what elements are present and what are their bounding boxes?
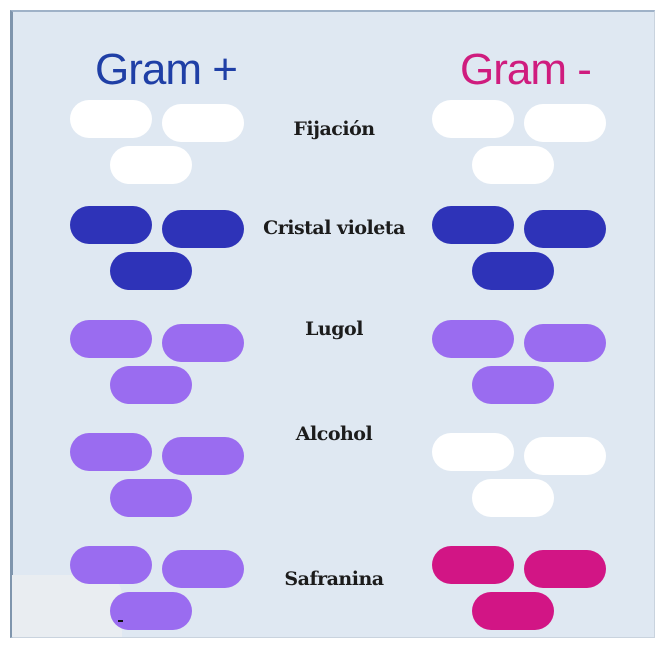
bacteria-cell xyxy=(70,433,152,471)
bacteria-cell xyxy=(70,320,152,358)
step-label-lugol: Lugol xyxy=(244,318,424,340)
gram-positive-heading: Gram + xyxy=(95,48,237,92)
bacteria-cell xyxy=(110,366,192,404)
bacteria-cell xyxy=(524,210,606,248)
bacteria-cell xyxy=(110,479,192,517)
tick-mark xyxy=(118,620,123,622)
bacteria-cell xyxy=(432,433,514,471)
bacteria-cell xyxy=(162,550,244,588)
bacteria-cell xyxy=(70,206,152,244)
corner-patch xyxy=(12,575,122,637)
step-label-safranina: Safranina xyxy=(244,568,424,590)
bacteria-cell xyxy=(472,146,554,184)
bacteria-cell xyxy=(432,546,514,584)
bacteria-cell xyxy=(432,320,514,358)
bacteria-cell xyxy=(110,146,192,184)
step-label-fijacion: Fijación xyxy=(244,118,424,140)
bacteria-cell xyxy=(110,252,192,290)
bacteria-cell xyxy=(432,206,514,244)
bacteria-cell xyxy=(472,366,554,404)
bacteria-cell xyxy=(70,546,152,584)
bacteria-cell xyxy=(472,592,554,630)
bacteria-cell xyxy=(524,324,606,362)
bacteria-cell xyxy=(472,479,554,517)
bacteria-cell xyxy=(162,324,244,362)
bacteria-cell xyxy=(524,437,606,475)
bacteria-cell xyxy=(162,210,244,248)
bacteria-cell xyxy=(162,104,244,142)
gram-negative-heading: Gram - xyxy=(460,48,591,92)
bacteria-cell xyxy=(162,437,244,475)
bacteria-cell xyxy=(110,592,192,630)
step-label-alcohol: Alcohol xyxy=(244,423,424,445)
bacteria-cell xyxy=(472,252,554,290)
step-label-cristal-violeta: Cristal violeta xyxy=(244,217,424,239)
bacteria-cell xyxy=(432,100,514,138)
bacteria-cell xyxy=(524,550,606,588)
bacteria-cell xyxy=(524,104,606,142)
bacteria-cell xyxy=(70,100,152,138)
